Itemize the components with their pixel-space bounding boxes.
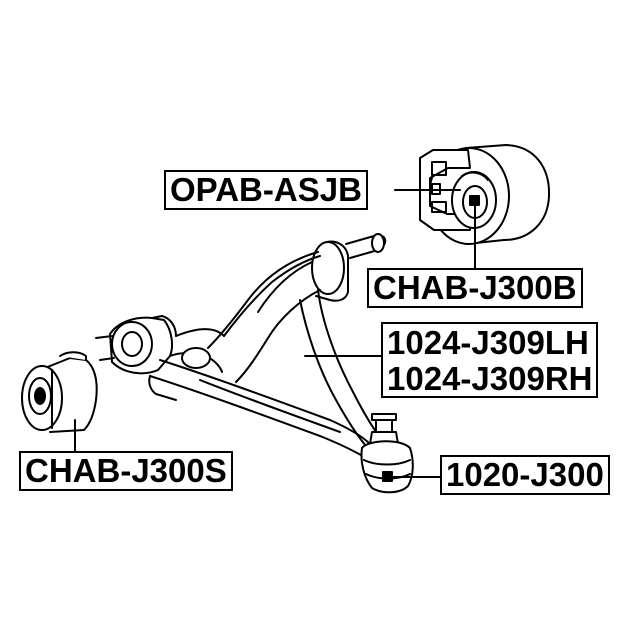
part-number-control-arm: 1024-J309LH 1024-J309RH — [381, 322, 599, 398]
ball-joint-icon — [360, 413, 414, 494]
part-number-rh: 1024-J309RH — [387, 360, 593, 397]
front-bushing-icon — [21, 351, 98, 433]
rear-bushing-icon — [419, 144, 551, 245]
control-arm-icon — [95, 233, 387, 459]
part-number-chab-j300s: CHAB-J300S — [19, 451, 233, 491]
part-number-1020-j300: 1020-J300 — [440, 455, 610, 495]
part-number-opab-asjb: OPAB-ASJB — [164, 170, 368, 210]
part-number-chab-j300b: CHAB-J300B — [367, 268, 583, 308]
part-number-lh: 1024-J309LH — [387, 324, 589, 361]
